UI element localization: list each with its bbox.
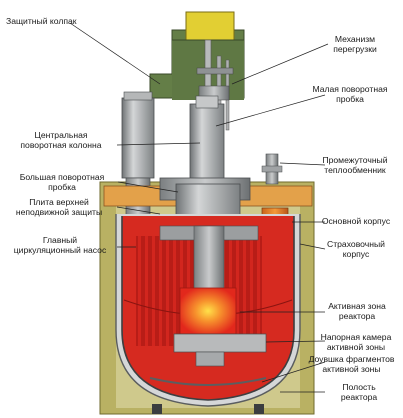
label-upper-shield-plate: Плита верхней неподвижной защиты: [15, 197, 103, 217]
label-debris-tray: Доувшка фрагментов активной зоны: [308, 354, 395, 374]
leader-lines: [69, 22, 329, 393]
label-large-rotating-plug: Большая поворотная пробка: [19, 172, 105, 192]
debris-tray: [149, 377, 267, 386]
label-reactor-cavity: Полость реактора: [340, 382, 378, 402]
reactor-core: [179, 287, 237, 335]
label-main-circulation-pump: Главный циркуляционный насос: [13, 235, 107, 255]
label-core-pressure-chamber: Напорная камера активной зоны: [320, 332, 392, 352]
label-intermediate-heat-exchanger: Промежуточный теплообменник: [322, 155, 388, 175]
label-central-rotating-column: Центральная поворотная колонна: [20, 130, 102, 150]
label-guard-vessel: Страховочный корпус: [327, 239, 385, 259]
label-protective-cap: Защитный колпак: [6, 16, 77, 26]
label-main-vessel: Основной корпус: [321, 216, 391, 226]
central-rotating-column: [189, 95, 225, 191]
reactor-cavity: [152, 404, 264, 414]
label-reloading-mechanism: Механизм перегрузки: [333, 34, 377, 54]
protective-cap: [149, 11, 245, 100]
core-pressure-chamber: [173, 333, 267, 367]
label-reactor-core: Активная зона реактора: [328, 301, 386, 321]
label-small-rotating-plug: Малая поворотная пробка: [312, 84, 388, 104]
